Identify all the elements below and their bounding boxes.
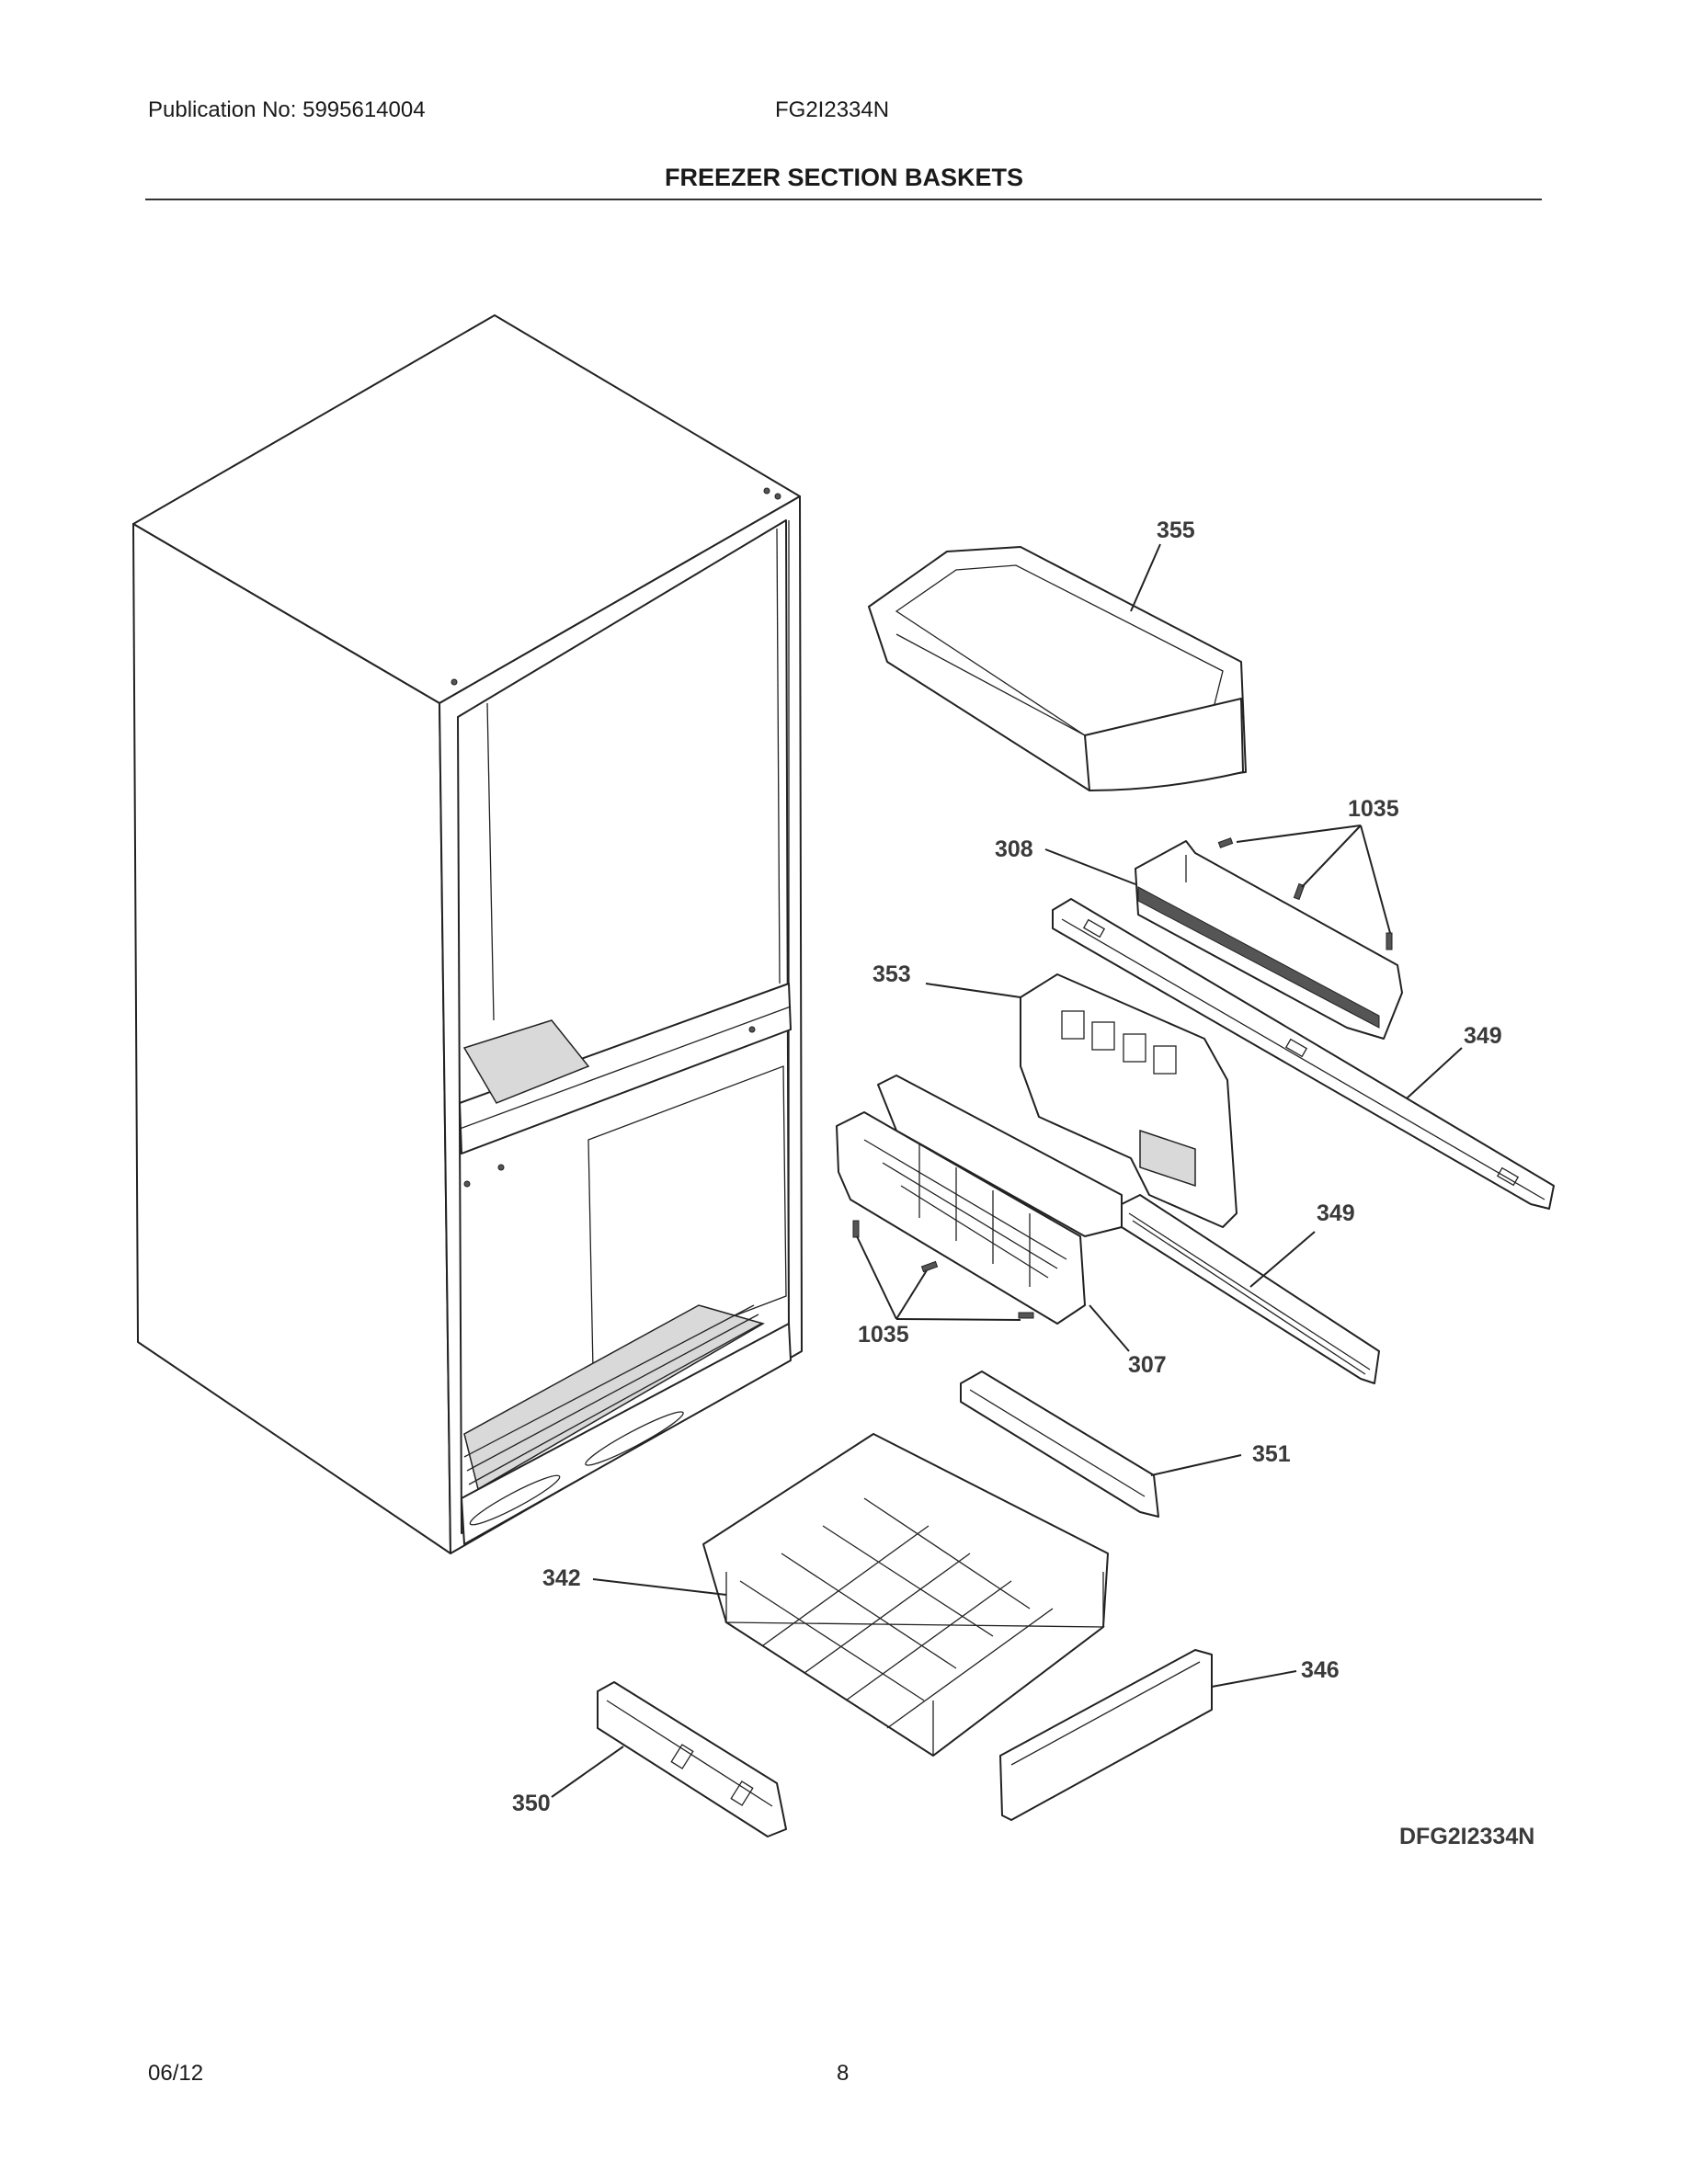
callout-1035-top: 1035 bbox=[1348, 796, 1399, 822]
part-342-wire-basket bbox=[702, 1433, 1109, 1757]
part-350-rail bbox=[597, 1681, 787, 1837]
part-349-slide-upper bbox=[1052, 898, 1555, 1210]
cabinet-illustration bbox=[132, 314, 803, 1554]
header-divider bbox=[145, 199, 1542, 200]
footer-page-number: 8 bbox=[837, 2061, 850, 2086]
part-1035-screws-bottom bbox=[852, 1220, 1034, 1319]
callout-350: 350 bbox=[512, 1791, 551, 1816]
part-349-slide-lower bbox=[1121, 1194, 1380, 1384]
part-308-rack-bracket bbox=[1135, 840, 1403, 1040]
callout-307: 307 bbox=[1128, 1352, 1167, 1378]
callout-1035-bottom: 1035 bbox=[858, 1322, 909, 1348]
callout-346: 346 bbox=[1301, 1657, 1340, 1683]
part-1035-screws-top bbox=[1217, 837, 1393, 950]
part-355-pan bbox=[868, 546, 1247, 791]
callout-349-bottom: 349 bbox=[1317, 1200, 1355, 1226]
section-title: FREEZER SECTION BASKETS bbox=[664, 164, 1024, 191]
diagram-id: DFG2I2334N bbox=[1399, 1824, 1535, 1849]
model-number: FG2I2334N bbox=[775, 97, 890, 122]
callout-351: 351 bbox=[1252, 1441, 1291, 1467]
part-351-rail bbox=[960, 1371, 1159, 1518]
callout-342: 342 bbox=[542, 1565, 581, 1591]
part-307-bracket bbox=[836, 1075, 1123, 1325]
callout-355: 355 bbox=[1157, 518, 1195, 543]
callout-353: 353 bbox=[873, 961, 911, 987]
part-346-basket-front bbox=[999, 1649, 1213, 1821]
callout-308: 308 bbox=[995, 836, 1033, 862]
publication-number: Publication No: 5995614004 bbox=[148, 97, 426, 122]
part-353-bracket bbox=[1020, 973, 1237, 1228]
footer-date: 06/12 bbox=[148, 2061, 204, 2086]
callout-349-top: 349 bbox=[1464, 1023, 1502, 1049]
